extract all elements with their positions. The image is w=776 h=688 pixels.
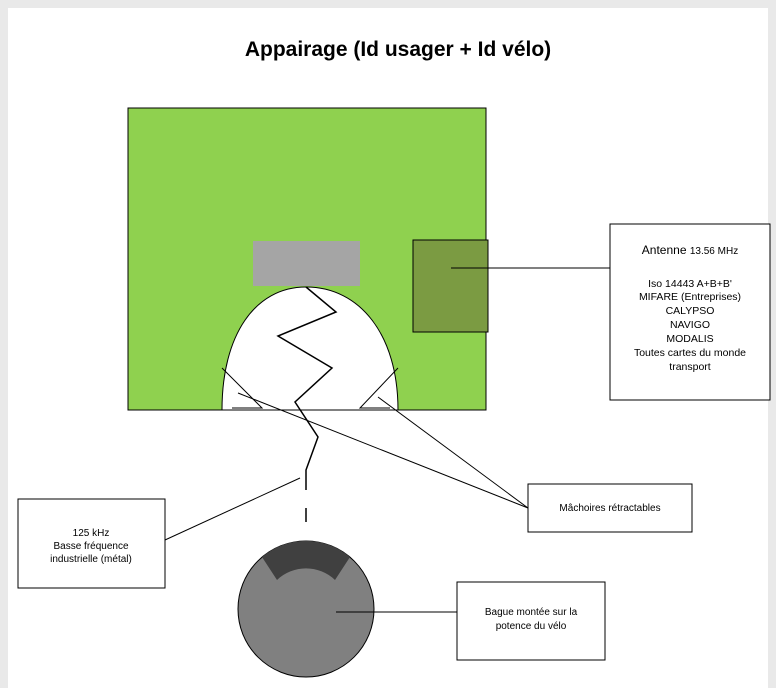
ring-line: Bague montée sur la (485, 607, 578, 618)
jaw-left-leader (237, 392, 529, 509)
diagram-title: Appairage (Id usager + Id vélo) (245, 38, 551, 61)
antenna-heading-freq: 13.56 MHz (690, 246, 738, 257)
jaw-left (221, 367, 264, 409)
ring-callout-box (456, 581, 606, 661)
jaws-callout-box (527, 483, 693, 533)
lf-line: industrielle (métal) (50, 554, 132, 565)
lf-line: Basse fréquence (53, 541, 128, 552)
card-slot (253, 241, 360, 286)
antenna-line: Toutes cartes du monde (634, 347, 746, 359)
antenna-line: MODALIS (666, 333, 713, 345)
antenna-module (412, 239, 489, 333)
lf-line: 125 kHz (73, 528, 110, 539)
antenna-line: NAVIGO (670, 319, 710, 331)
antenna-line: Iso 14443 A+B+B' (648, 278, 732, 290)
antenna-heading: Antenne 13.56 MHz (642, 243, 738, 257)
signal-zigzag (276, 286, 338, 490)
jaw-right-leader (377, 396, 529, 509)
antenna-line: transport (669, 361, 711, 373)
jaws-label: Mâchoires rétractables (559, 503, 660, 514)
antenna-line: MIFARE (Entreprises) (639, 291, 741, 303)
ring-tab (262, 540, 350, 580)
jaw-right (358, 367, 399, 409)
ring-line: potence du vélo (496, 621, 567, 632)
antenna-callout-box (609, 223, 771, 401)
antenna-heading-text: Antenne (642, 243, 690, 257)
antenna-line: CALYPSO (666, 305, 715, 317)
lf-leader (164, 477, 301, 541)
lf-callout-box (17, 498, 166, 589)
